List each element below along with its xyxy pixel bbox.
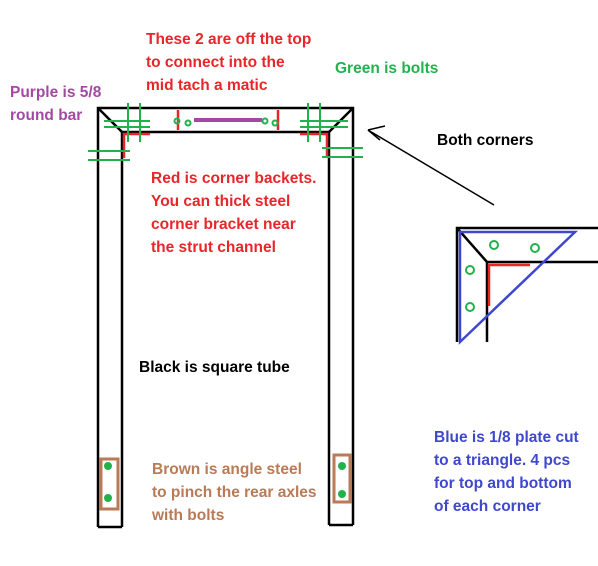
note-top-off: These 2 are off the top to connect into … xyxy=(146,31,316,94)
note-red-brackets: Red is corner backets. You can thick ste… xyxy=(151,170,321,256)
note-black-tube: Black is square tube xyxy=(139,359,290,376)
right-angle-plate xyxy=(332,453,352,504)
corner-detail xyxy=(455,226,598,345)
left-angle-plate xyxy=(99,457,120,511)
detail-arrow xyxy=(367,125,495,206)
note-brown-angle: Brown is angle steel to pinch the rear a… xyxy=(151,461,321,524)
note-both-corners: Both corners xyxy=(437,132,533,149)
note-purple-bar: Purple is 5/8 round bar xyxy=(10,84,106,124)
angle-steel-plates xyxy=(99,453,352,511)
note-green-bolts: Green is bolts xyxy=(335,60,438,77)
red-corner-brackets xyxy=(122,110,329,158)
triangle-plate xyxy=(458,230,579,345)
bolts xyxy=(88,103,363,161)
note-blue-plate: Blue is 1/8 plate cut to a triangle. 4 p… xyxy=(434,429,583,515)
